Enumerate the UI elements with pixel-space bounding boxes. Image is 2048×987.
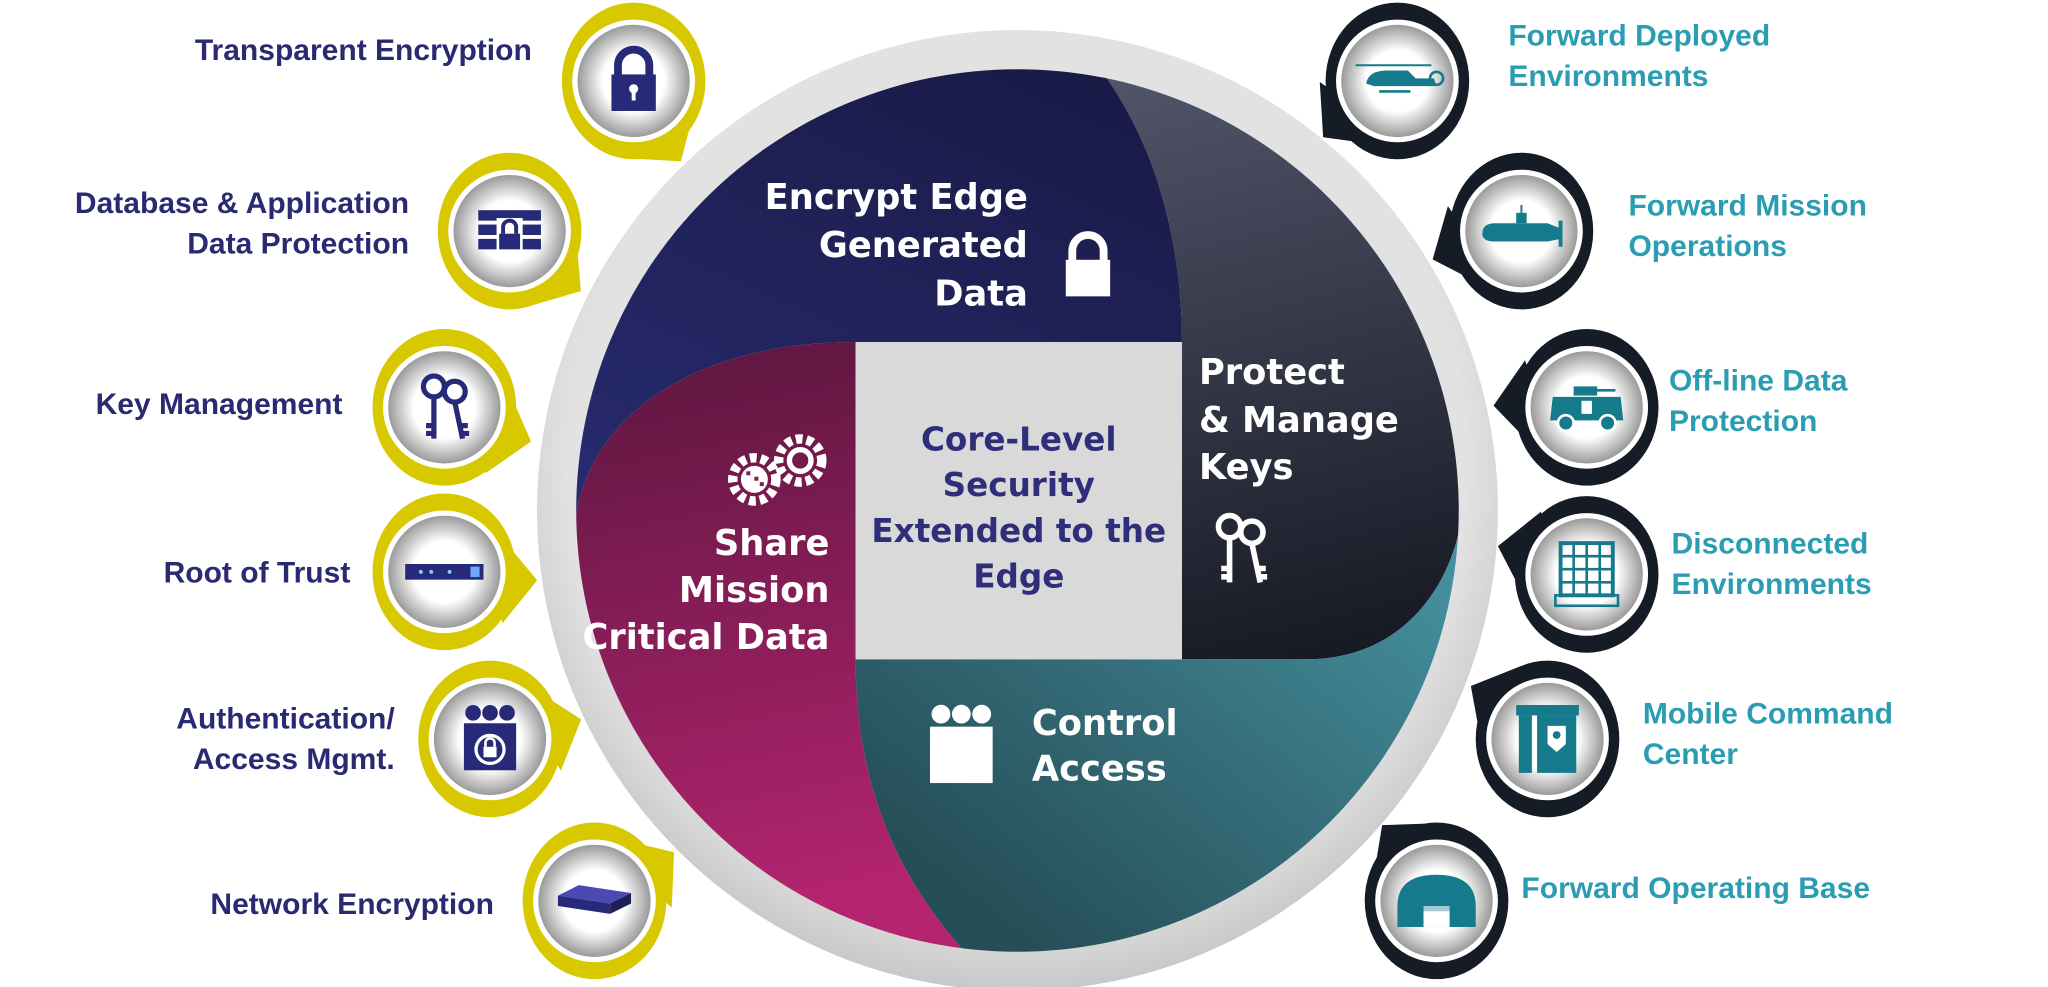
bubble	[1364, 822, 1509, 980]
quadrant-label: Control	[1032, 703, 1178, 744]
bubble-label: Environments	[1672, 568, 1872, 601]
center-line: Security	[943, 466, 1095, 504]
bubble-label: Key Management	[96, 388, 343, 421]
bubble	[1497, 496, 1659, 653]
quadrant-protect: Protect & Manage Keys	[1199, 352, 1399, 583]
quadrant-label: Data	[934, 273, 1028, 314]
bubble-label: Forward Operating Base	[1521, 872, 1870, 905]
quadrant-share-area	[576, 342, 1019, 952]
bubble-label: Authentication/	[176, 703, 395, 736]
bubble-item[interactable]: Transparent Encryption	[195, 2, 739, 188]
bubble-label: Access Mgmt.	[193, 743, 395, 776]
bubble-label: Center	[1643, 738, 1738, 771]
center-line: Extended to the	[871, 512, 1166, 550]
bubble-label: Transparent Encryption	[195, 34, 532, 67]
bubble-label: Mobile Command	[1643, 697, 1893, 730]
bubble-label: Off-line Data	[1669, 364, 1848, 397]
bubble	[437, 152, 582, 310]
bubble-face	[388, 351, 501, 464]
quadrant-control: Control Access	[928, 702, 1178, 790]
bubble-label: Data Protection	[187, 227, 409, 260]
center-line: Edge	[973, 558, 1064, 596]
bubble-label: Protection	[1669, 405, 1817, 438]
people-lock-icon	[462, 703, 518, 772]
bubble	[1432, 152, 1594, 310]
bubble-label: Database & Application	[75, 187, 409, 220]
bubble	[372, 493, 538, 651]
quadrant-label: Encrypt Edge	[765, 177, 1028, 218]
quadrant-encrypt: Encrypt Edge Generated Data	[765, 177, 1110, 314]
hangar-icon	[1397, 874, 1476, 927]
bubble	[418, 660, 582, 818]
bubble-item[interactable]: Forward Operating Base	[1329, 797, 1870, 980]
bubble	[561, 2, 706, 162]
bubble-label: Environments	[1508, 60, 1708, 93]
bubble-label: Disconnected	[1672, 528, 1869, 561]
quadrant-label: Share	[714, 523, 830, 564]
bubble	[372, 329, 532, 486]
quadrant-label: Access	[1032, 749, 1167, 790]
bubble	[1493, 329, 1659, 486]
bubble	[1319, 2, 1470, 160]
quadrant-label: Protect	[1199, 352, 1345, 393]
quadrant-label: Keys	[1199, 447, 1294, 488]
center-square	[855, 342, 1182, 660]
bubble-label: Network Encryption	[210, 888, 494, 921]
bubble-label: Forward Deployed	[1508, 20, 1770, 53]
database-lock-icon	[476, 208, 543, 254]
center-line: Core-Level	[921, 420, 1117, 458]
bubble-label: Operations	[1628, 230, 1786, 263]
bubble-item[interactable]: Network Encryption	[210, 795, 700, 980]
bubble-label: Forward Mission	[1628, 189, 1866, 222]
people-lock-icon	[928, 702, 995, 785]
bubble-item[interactable]: Root of Trust	[164, 493, 542, 651]
quadrant-share: Share Mission Critical Data	[582, 439, 829, 658]
bubble-label: Root of Trust	[164, 556, 351, 589]
quadrant-label: & Manage	[1199, 400, 1399, 441]
hardware-module-icon	[405, 564, 484, 580]
bubble-item[interactable]: Authentication/Access Mgmt.	[176, 648, 596, 818]
bubble	[522, 822, 675, 980]
quadrant-label: Generated	[819, 225, 1028, 266]
quadrant-label: Critical Data	[582, 617, 829, 658]
bubble-item[interactable]: Key Management	[96, 329, 545, 486]
command-center-icon	[1516, 705, 1579, 773]
quadrant-label: Mission	[679, 570, 830, 611]
quadrant-control-area	[855, 509, 1459, 952]
bubble	[1470, 660, 1620, 818]
center-title: Core-Level Security Extended to the Edge	[871, 420, 1166, 595]
